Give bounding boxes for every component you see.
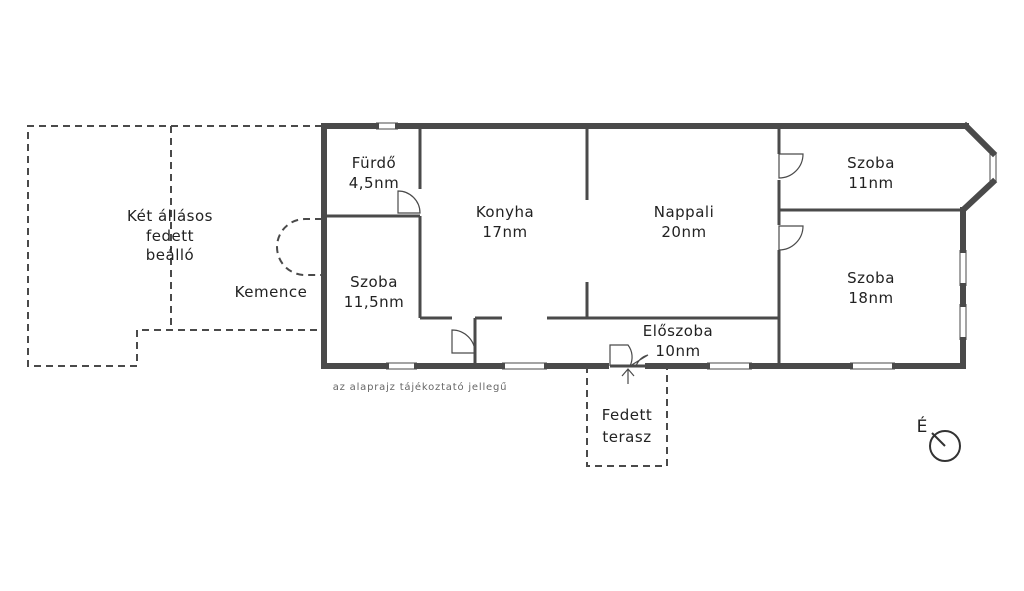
room-name-konyha: Konyha xyxy=(476,203,534,221)
door-szoba-large xyxy=(778,225,804,251)
room-area-nappali: 20nm xyxy=(661,223,706,241)
room-area-eloszoba: 10nm xyxy=(655,342,700,360)
interior-walls xyxy=(324,126,963,366)
room-name-nappali: Nappali xyxy=(654,203,714,221)
room-name-eloszoba: Előszoba xyxy=(643,322,713,340)
room-area-furdo: 4,5nm xyxy=(349,174,399,192)
door-furdo xyxy=(397,190,421,214)
kemence-outline xyxy=(276,218,322,276)
carport-label-line2: fedett xyxy=(146,227,194,245)
terrace-outline xyxy=(586,366,668,467)
room-name-szoba-large: Szoba xyxy=(847,269,895,287)
room-area-konyha: 17nm xyxy=(482,223,527,241)
room-area-szoba-large: 18nm xyxy=(848,289,893,307)
door-entrance xyxy=(609,344,633,367)
terrace-label-line1: Fedett xyxy=(602,406,653,424)
terrace-label-line2: terasz xyxy=(602,428,651,446)
carport-outline xyxy=(27,125,322,367)
kemence-label: Kemence xyxy=(235,283,308,301)
room-name-furdo: Fürdő xyxy=(352,154,396,172)
room-name-szoba-mid: Szoba xyxy=(350,273,398,291)
door-szoba-small xyxy=(778,153,804,179)
exterior-walls xyxy=(321,121,998,369)
disclaimer-note: az alaprajz tájékoztató jellegű xyxy=(333,381,508,393)
room-area-szoba-small: 11nm xyxy=(848,174,893,192)
compass-icon xyxy=(929,430,961,462)
room-name-szoba-small: Szoba xyxy=(847,154,895,172)
carport-label-line1: Két állásos xyxy=(127,207,213,225)
entrance-arrow-icon xyxy=(621,368,635,384)
doors xyxy=(397,153,804,368)
carport-label-line3: beálló xyxy=(146,246,194,264)
door-szoba-mid xyxy=(451,329,476,354)
compass-north-label: É xyxy=(917,415,928,437)
room-area-szoba-mid: 11,5nm xyxy=(344,293,405,311)
windows xyxy=(376,122,997,370)
